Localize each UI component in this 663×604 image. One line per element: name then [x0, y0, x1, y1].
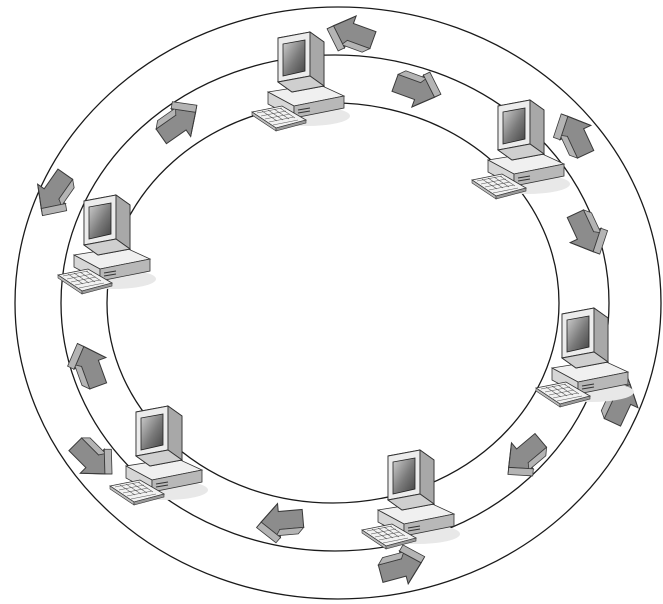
inner-arrow-top	[389, 62, 447, 115]
inner-arrow-lower-right	[494, 427, 555, 487]
desktop-computer-icon	[110, 406, 208, 505]
outer-arrow-upper-left	[24, 165, 83, 226]
inner-arrow-bottom	[255, 501, 305, 544]
outer-arrow-top	[321, 8, 379, 61]
outer-arrow-lower-left	[63, 429, 124, 490]
desktop-computer-icon	[472, 100, 570, 199]
desktop-computer-icon	[58, 195, 156, 294]
desktop-computer-icon	[252, 32, 350, 131]
inner-arrow-upper-right	[560, 204, 615, 263]
inner-arrow-left	[61, 336, 114, 394]
